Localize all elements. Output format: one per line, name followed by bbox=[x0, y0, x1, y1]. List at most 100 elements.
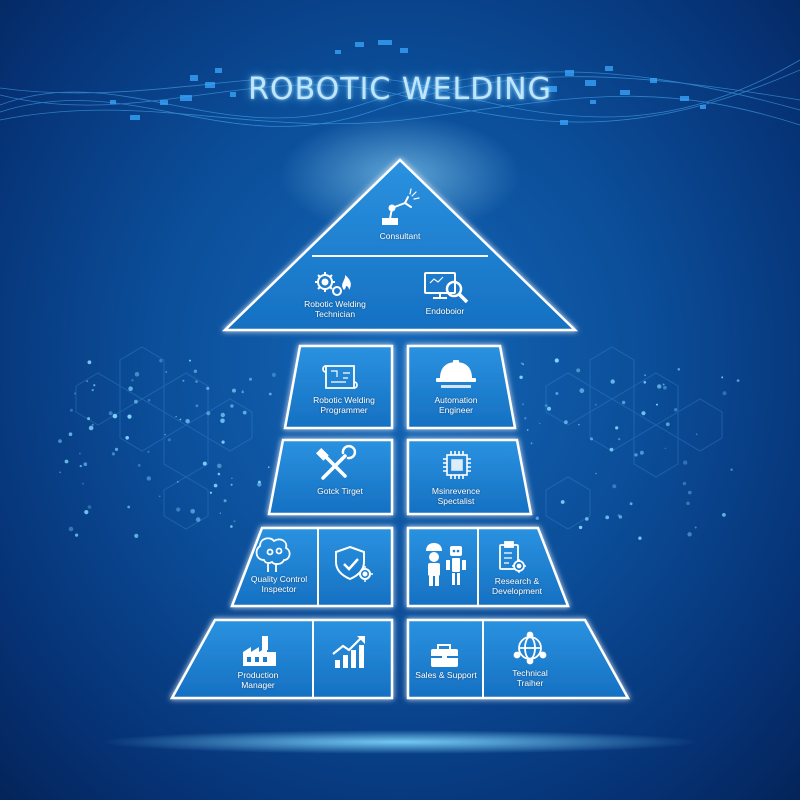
shield-check-gear-icon bbox=[335, 545, 373, 582]
page-title: ROBOTIC WELDING bbox=[248, 72, 552, 107]
glow-particle bbox=[127, 505, 131, 509]
glow-particle bbox=[217, 472, 221, 476]
glow-particle bbox=[91, 423, 94, 426]
glow-particle bbox=[605, 515, 610, 520]
glow-particle bbox=[576, 368, 581, 373]
glow-particle bbox=[522, 403, 524, 406]
chip-icon bbox=[443, 451, 471, 479]
monitor-magnifier-icon bbox=[424, 272, 469, 304]
gears-flame-icon bbox=[315, 272, 351, 296]
glow-particle bbox=[114, 447, 119, 451]
glow-particle bbox=[159, 495, 161, 497]
glow-particle bbox=[621, 400, 626, 405]
glow-particle bbox=[641, 411, 646, 416]
glow-particle bbox=[220, 418, 225, 424]
glow-particle bbox=[88, 425, 94, 431]
glow-particle bbox=[220, 412, 225, 418]
glow-particle bbox=[230, 483, 233, 486]
glow-particle bbox=[519, 375, 523, 379]
glow-particle bbox=[131, 379, 134, 382]
glow-particle bbox=[165, 371, 167, 373]
glow-particle bbox=[185, 419, 190, 424]
glow-particle bbox=[91, 389, 94, 392]
glow-particle bbox=[86, 380, 89, 383]
glow-particle bbox=[137, 464, 141, 467]
glow-particle bbox=[530, 442, 533, 445]
glow-particle bbox=[695, 433, 698, 436]
glow-particle bbox=[267, 466, 270, 469]
row2-label-left: Gotck Tirget bbox=[317, 486, 363, 496]
row1-label-automation: Automation Engineer bbox=[434, 395, 478, 415]
glow-particle bbox=[221, 440, 225, 444]
robot-arm-icon bbox=[382, 188, 420, 225]
wrench-screwdriver-icon bbox=[315, 444, 357, 480]
row2-label-right: Msinrevence Spectalist bbox=[431, 486, 481, 506]
glow-particle bbox=[539, 422, 541, 425]
glow-particle bbox=[617, 514, 621, 517]
glow-particle bbox=[230, 525, 233, 528]
glow-particle bbox=[687, 532, 692, 537]
glow-particle bbox=[736, 379, 740, 382]
glow-particle bbox=[722, 513, 726, 517]
glow-particle bbox=[69, 408, 73, 412]
glow-particle bbox=[195, 517, 201, 522]
glow-particle bbox=[694, 526, 697, 529]
glow-particle bbox=[722, 391, 727, 396]
glow-particle bbox=[193, 369, 198, 373]
glow-particle bbox=[612, 484, 617, 489]
glow-particle bbox=[176, 507, 181, 512]
glow-particle bbox=[674, 408, 678, 412]
glow-particle bbox=[664, 447, 667, 450]
glow-particle bbox=[535, 516, 539, 520]
row1-label-programmer: Robotic Welding Programmer bbox=[313, 395, 375, 415]
blueprint-icon bbox=[322, 365, 358, 389]
wave-lines bbox=[0, 59, 800, 127]
glow-particle bbox=[639, 450, 644, 455]
glow-particle bbox=[618, 438, 621, 441]
glow-particle bbox=[686, 501, 690, 506]
glow-particle bbox=[634, 453, 638, 457]
glow-particle bbox=[164, 434, 166, 436]
row4-label-trainer: Technical Traiher bbox=[512, 668, 548, 688]
glow-particle bbox=[64, 459, 69, 464]
glow-particle bbox=[665, 422, 670, 427]
glow-particle bbox=[87, 505, 92, 509]
glow-particle bbox=[206, 386, 210, 390]
glow-particle bbox=[231, 477, 233, 479]
glow-particle bbox=[206, 411, 211, 416]
glow-particle bbox=[82, 482, 84, 485]
glow-particle bbox=[578, 424, 580, 426]
glow-particle bbox=[182, 379, 185, 382]
pyramid-row-4 bbox=[169, 618, 631, 700]
glow-particle bbox=[147, 398, 151, 402]
glow-particle bbox=[578, 525, 583, 530]
glow-particle bbox=[564, 420, 568, 425]
row4-label-sales: Sales & Support bbox=[415, 670, 477, 680]
glow-particle bbox=[677, 368, 681, 371]
glow-particle bbox=[595, 472, 597, 475]
glow-particle bbox=[547, 406, 551, 411]
glow-particle bbox=[75, 533, 79, 537]
hard-hat-icon bbox=[436, 360, 476, 388]
glow-particle bbox=[644, 374, 646, 377]
worker-robot-icon bbox=[426, 543, 466, 586]
glow-particle bbox=[629, 502, 633, 506]
glow-particle bbox=[618, 515, 623, 519]
glow-particle bbox=[134, 399, 138, 404]
glow-particle bbox=[190, 509, 195, 514]
tier2-label-technician: Robotic Welding Technician bbox=[304, 299, 366, 319]
glow-particle bbox=[526, 429, 529, 431]
glow-particle bbox=[179, 418, 182, 421]
clipboard-gear-icon bbox=[499, 541, 526, 573]
glow-particle bbox=[146, 476, 151, 481]
glow-particle bbox=[73, 392, 77, 395]
row3-label-research: Research & Development bbox=[491, 576, 543, 596]
glow-particle bbox=[127, 414, 132, 419]
glow-particle bbox=[219, 512, 221, 514]
glow-particle bbox=[663, 385, 667, 390]
glow-particle bbox=[87, 417, 91, 421]
glow-particle bbox=[189, 359, 191, 362]
brain-gears-icon bbox=[255, 537, 291, 572]
glow-particles bbox=[58, 358, 740, 540]
